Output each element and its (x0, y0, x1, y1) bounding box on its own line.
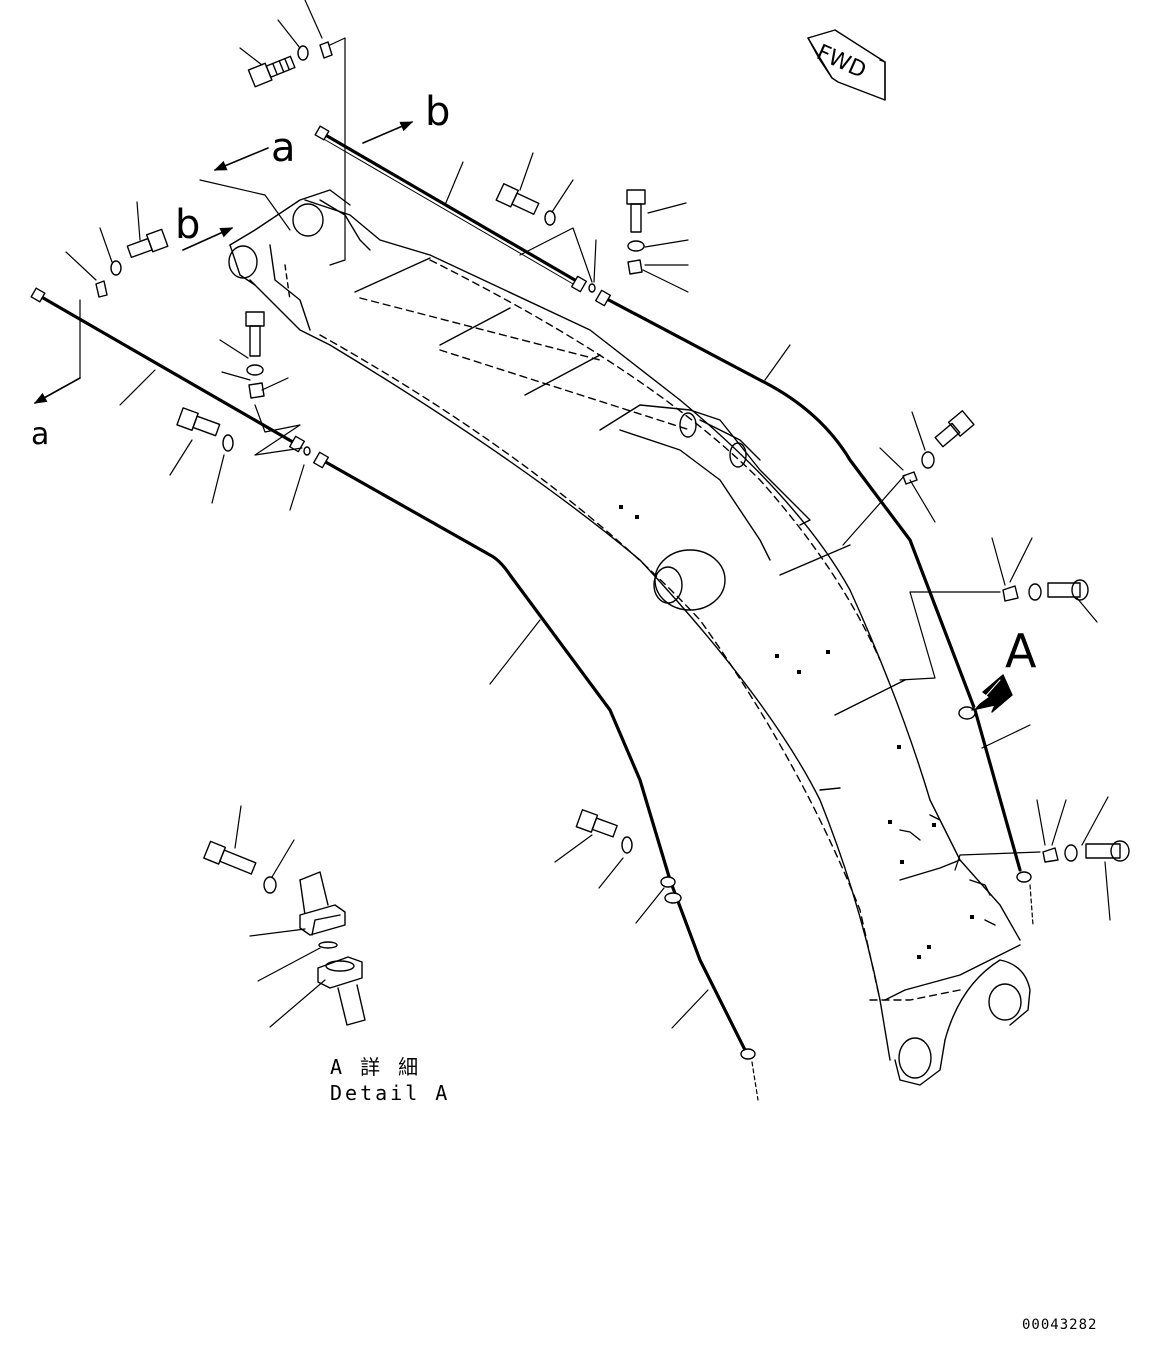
view-label-a-bottom: a (31, 417, 50, 452)
detail-title-jp: A 詳 細 (330, 1055, 422, 1079)
detail-marker-a: A (1005, 624, 1037, 678)
view-label-a-top: a (271, 125, 296, 171)
detail-a-arrow (971, 674, 1013, 713)
fwd-indicator (807, 29, 886, 101)
leader-lines (39, 0, 1111, 1101)
view-label-b-left: b (175, 202, 201, 248)
hydraulic-pipes (36, 131, 1022, 1052)
part-number: 00043282 (1022, 1317, 1098, 1333)
detail-a-drawing (299, 871, 366, 1026)
view-arrows (33, 121, 414, 404)
boom-body (228, 189, 1031, 1086)
detail-title-en: Detail A (330, 1081, 451, 1105)
view-label-b-top: b (425, 89, 451, 135)
bolts-and-washers (95, 41, 1130, 894)
pipe-fittings (30, 125, 1032, 1060)
